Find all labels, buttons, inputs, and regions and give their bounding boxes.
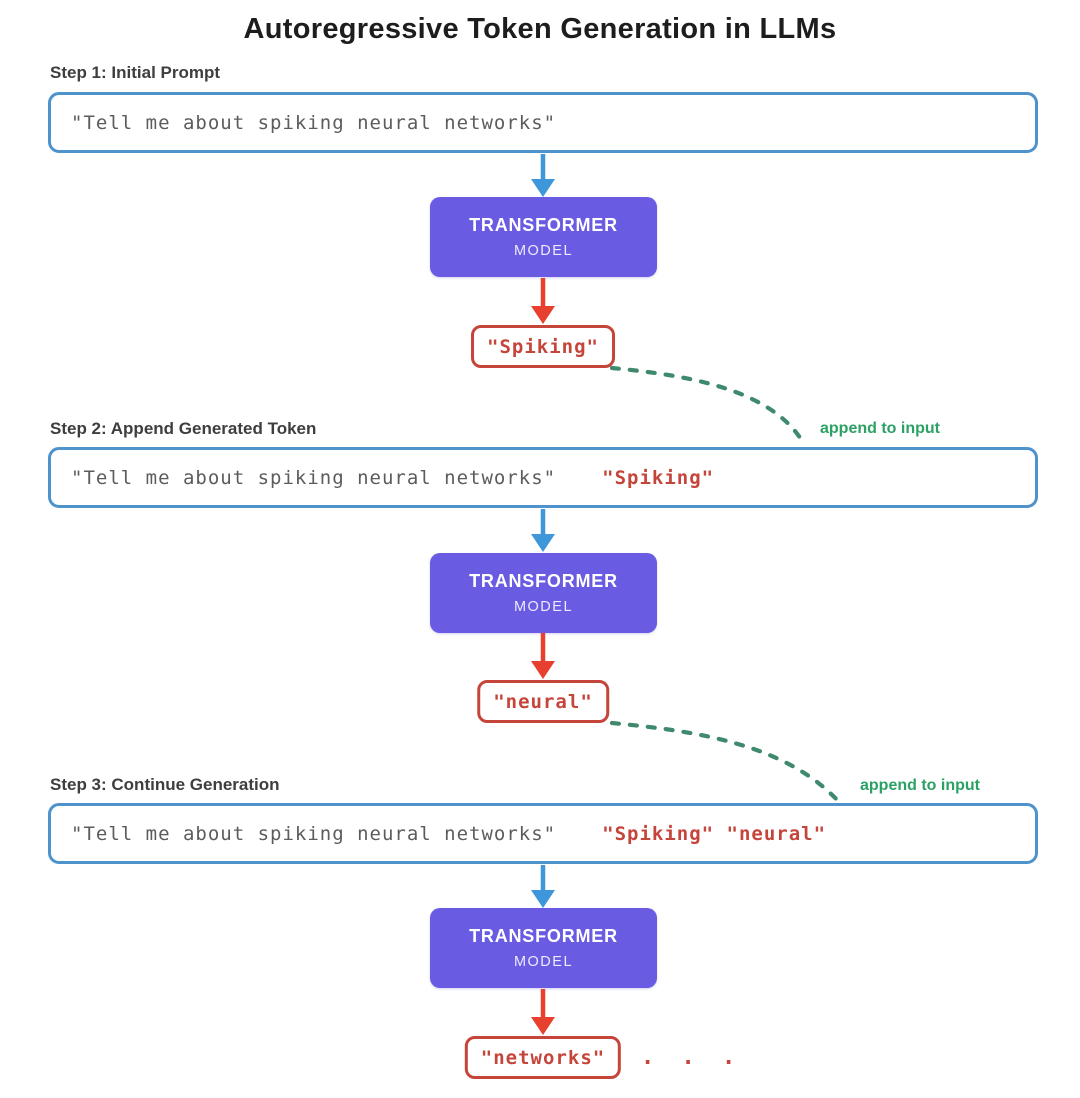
step-2-prompt-text: "Tell me about spiking neural networks" bbox=[71, 466, 557, 489]
append-curve-1 bbox=[609, 365, 807, 447]
step-3-label: Step 3: Continue Generation bbox=[50, 775, 280, 794]
step-1-label: Step 1: Initial Prompt bbox=[50, 63, 221, 82]
step-2-output-token: "neural" bbox=[477, 680, 609, 723]
continuation-ellipsis: . . . bbox=[641, 1045, 743, 1070]
down-arrow-red-icon bbox=[531, 989, 555, 1035]
step-2-prompt-box: "Tell me about spiking neural networks" … bbox=[48, 447, 1038, 508]
down-arrow-blue-icon bbox=[531, 154, 555, 197]
down-arrow-red-icon bbox=[531, 278, 555, 324]
step-2-label: Step 2: Append Generated Token bbox=[50, 419, 317, 438]
step-1-transformer-box: TRANSFORMER MODEL bbox=[430, 197, 657, 277]
step-3-prompt-text: "Tell me about spiking neural networks" bbox=[71, 822, 557, 845]
step-3-output-token: "networks" bbox=[464, 1036, 622, 1079]
down-arrow-blue-icon bbox=[531, 509, 555, 552]
down-arrow-red-icon bbox=[531, 633, 555, 679]
transformer-title: TRANSFORMER bbox=[469, 926, 618, 946]
step-3-prompt-box: "Tell me about spiking neural networks" … bbox=[48, 803, 1038, 864]
append-curve-2 bbox=[609, 720, 842, 805]
down-arrow-blue-icon bbox=[531, 865, 555, 908]
step-3-appended-tokens: "Spiking" "neural" bbox=[602, 822, 827, 845]
append-note-2: append to input bbox=[860, 777, 980, 794]
step-2-appended-token: "Spiking" bbox=[602, 466, 715, 489]
transformer-subtitle: MODEL bbox=[513, 954, 574, 970]
transformer-title: TRANSFORMER bbox=[469, 571, 618, 591]
transformer-subtitle: MODEL bbox=[513, 599, 574, 615]
step-1-output-token: "Spiking" bbox=[471, 325, 615, 368]
append-note-1: append to input bbox=[820, 420, 940, 437]
step-2-transformer-box: TRANSFORMER MODEL bbox=[430, 553, 657, 633]
step-1-prompt-text: "Tell me about spiking neural networks" bbox=[71, 111, 557, 134]
transformer-title: TRANSFORMER bbox=[469, 215, 618, 235]
step-3-transformer-box: TRANSFORMER MODEL bbox=[430, 908, 657, 988]
page-title: Autoregressive Token Generation in LLMs bbox=[243, 13, 837, 45]
step-1-prompt-box: "Tell me about spiking neural networks" bbox=[48, 92, 1038, 153]
transformer-subtitle: MODEL bbox=[513, 243, 574, 259]
